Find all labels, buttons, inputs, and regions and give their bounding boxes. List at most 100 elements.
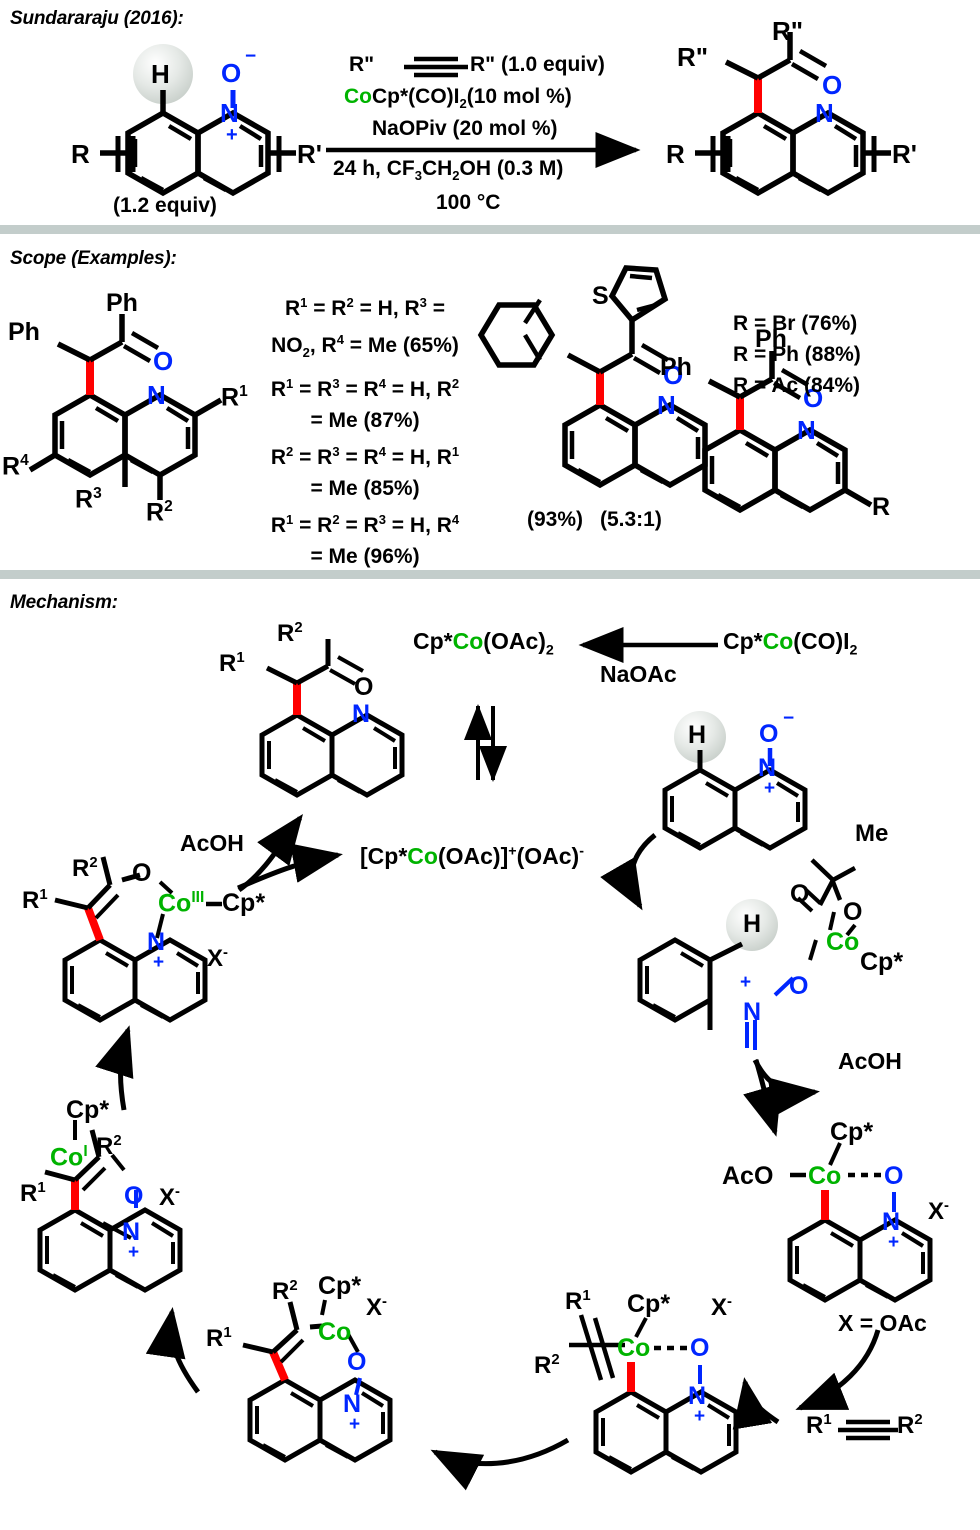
- vinyl-co-x-charge: -: [382, 1294, 387, 1310]
- substrate-n-label: N: [220, 98, 239, 128]
- mech-co3-r2-base: R: [72, 855, 90, 882]
- vinyl-co-co: Co: [318, 1318, 352, 1346]
- scope-left-r2: R2: [146, 498, 173, 527]
- mech-noxide-o: O: [759, 720, 779, 748]
- mech-cobaltacycle-n: N: [882, 1208, 901, 1236]
- acoh-to-product-arrow: [237, 813, 303, 893]
- precat-right-sub: 2: [849, 642, 858, 659]
- vinyl-co-r2-sup: 2: [289, 1278, 298, 1294]
- alkyne-complex-x-charge: -: [727, 1294, 732, 1310]
- mech-co3-x-charge: -: [223, 945, 228, 961]
- alkyne-complex-r2: R2: [534, 1352, 560, 1380]
- mech-co3-co: CoIII: [158, 889, 204, 918]
- migratory-insertion-arrow: [430, 1437, 570, 1491]
- n-oxide-binding-arrow: [600, 833, 657, 911]
- mech-product-r2-sup: 2: [294, 620, 303, 636]
- mech-noxide-n-charge: +: [764, 778, 776, 799]
- precat-left-sub: 2: [545, 642, 554, 659]
- scope-right-o: O: [803, 383, 824, 413]
- mech-cmd-o1: O: [790, 880, 810, 908]
- mech-cmd-cp: Cp*: [860, 948, 904, 976]
- time-solvent-d: 2: [452, 168, 460, 184]
- catalyst-label: CoCp*(CO)I2(10 mol %): [344, 85, 572, 111]
- vinyl-co-x: X-: [366, 1294, 387, 1322]
- divider-1: [0, 225, 980, 234]
- mech-vinyl-co-complex: [145, 1299, 393, 1463]
- product-r2-top-label: R": [772, 16, 804, 46]
- mech-co3-oxidation-state: III: [191, 889, 205, 906]
- mech-cmd-co: Co: [826, 928, 860, 956]
- precatalyst-label: Cp*Co(CO)I2: [723, 628, 857, 659]
- mech-product-r1-sup: 1: [236, 650, 245, 666]
- product-carbonyl-o-label: O: [822, 70, 843, 100]
- co1-r1-base: R: [20, 1180, 38, 1207]
- scope-mid-o: O: [663, 360, 684, 390]
- x-definition-label: X = OAc: [838, 1310, 927, 1336]
- mech-cmd-o2: O: [843, 898, 863, 926]
- scope-left-r3-sup: 3: [93, 485, 102, 502]
- section-title-sundararaju: Sundararaju (2016):: [10, 8, 184, 29]
- scope-entry-4: = Me (87%): [310, 409, 420, 433]
- mech-product-structure: [259, 639, 405, 798]
- time-solvent-e: OH (0.3 M): [459, 157, 564, 180]
- product-structure-top: [695, 32, 891, 197]
- alkyne-right-label: R": [470, 53, 496, 76]
- active-cp: Cp*: [367, 843, 408, 869]
- mech-cobaltacycle-aco: AcO: [722, 1162, 774, 1190]
- mech-noxide-n: N: [758, 754, 777, 782]
- precat-left-co: Co: [452, 628, 484, 654]
- scope-entry-1: R1 = R2 = H, R3 =: [284, 295, 446, 320]
- mech-n-oxide-substrate: [600, 711, 808, 911]
- alkyne-complex-o: O: [690, 1334, 710, 1362]
- mech-cobaltacycle-left: [54, 856, 222, 1111]
- alkyne-complex-x-base: X: [711, 1294, 728, 1321]
- scope-left-n: N: [147, 380, 166, 410]
- mech-cmd-o-link: O: [789, 972, 809, 1000]
- scope-left-r2-sup: 2: [164, 498, 173, 515]
- to-co3-arrow: [95, 1025, 134, 1111]
- cmd-to-cobaltacycle-arrow: [743, 1059, 782, 1137]
- active-counter: (OAc): [516, 843, 580, 869]
- alkyne-coordination-arrow: [732, 1377, 780, 1430]
- mech-co1-species: [37, 1120, 183, 1293]
- co1-n: N: [122, 1218, 141, 1246]
- precat-right-co: Co: [762, 628, 794, 654]
- mech-alkyne-complex: [430, 1314, 739, 1491]
- mech-co3-o: O: [132, 859, 152, 887]
- alkyne-complex-n: N: [688, 1382, 707, 1410]
- catalyst-co-symbol: Co: [344, 85, 372, 108]
- scope-left-r1: R1: [221, 383, 248, 412]
- mech-product-o: O: [354, 673, 374, 701]
- alkyne-complex-r2-base: R: [534, 1352, 552, 1379]
- mech-co3-x-base: X: [207, 945, 224, 972]
- scope-left-r4-sup: 4: [20, 452, 29, 469]
- co1-r2-sup: 2: [113, 1133, 122, 1149]
- co1-n-charge: +: [128, 1242, 140, 1263]
- scope-right-entry-2: R = Ph (88%): [733, 343, 861, 366]
- alkyne-bond-conditions: [404, 56, 468, 78]
- scope-entry-6: = Me (85%): [310, 477, 420, 501]
- mech-co3-x: X-: [207, 945, 228, 973]
- scope-structure-middle: [477, 265, 708, 489]
- vinyl-to-co1-arrow: [145, 1307, 201, 1394]
- vinyl-co-r2: R2: [272, 1278, 298, 1306]
- product-r-label: R: [666, 139, 685, 169]
- mech-co3-co-base: Co: [158, 889, 192, 918]
- vinyl-co-x-base: X: [366, 1294, 383, 1321]
- free-alkyne-r1-sup: 1: [823, 1412, 832, 1428]
- scope-left-ph-top: Ph: [106, 289, 138, 317]
- product-rprime-label: R': [892, 139, 917, 169]
- scope-right-entry-3: R = Ac (84%): [733, 374, 861, 397]
- scope-entry-7: R1 = R2 = R3 = H, R4: [270, 512, 460, 538]
- co1-x-base: X: [159, 1184, 176, 1211]
- substrate-rprime-label: R': [297, 139, 322, 169]
- scope-left-r1-sup: 1: [239, 383, 248, 400]
- scope-entry-8: = Me (96%): [310, 545, 420, 569]
- mech-cobaltacycle-x-base: X: [928, 1198, 945, 1225]
- substrate-n-charge: +: [226, 124, 238, 146]
- mech-cobaltacycle-x: X-: [928, 1198, 949, 1226]
- co1-r1: R1: [20, 1180, 46, 1208]
- scope-right-n: N: [797, 415, 816, 445]
- co1-x-charge: -: [175, 1184, 180, 1200]
